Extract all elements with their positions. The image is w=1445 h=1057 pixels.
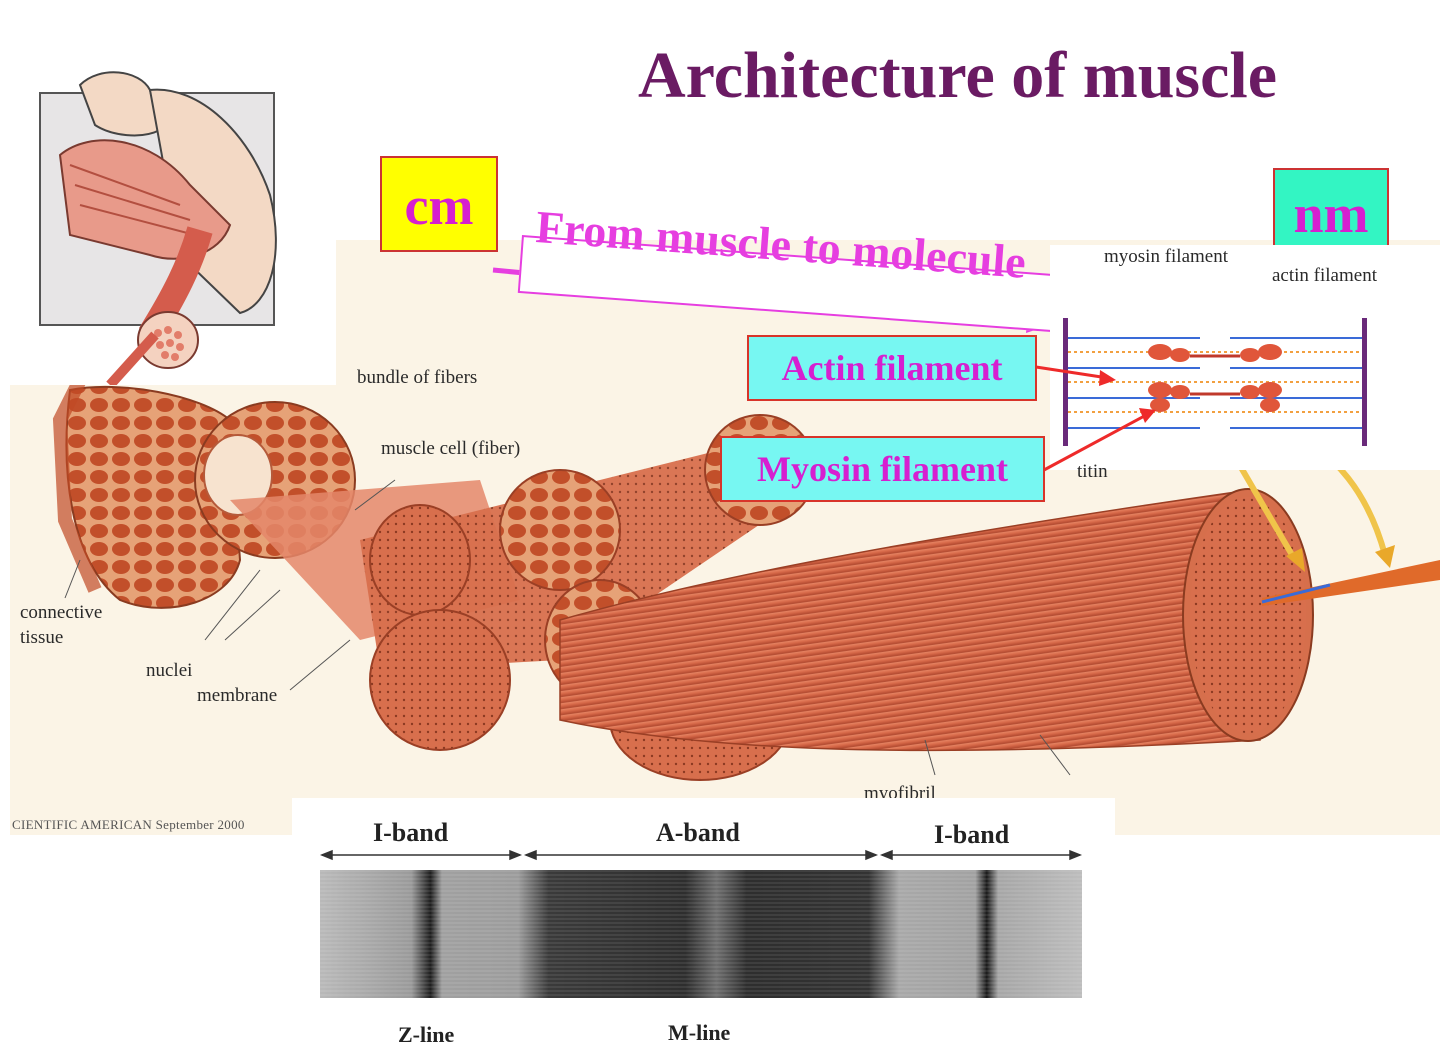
actin-filament-callout: Actin filament — [747, 335, 1037, 401]
scale-nm-box: nm — [1273, 168, 1389, 256]
band-left-label: I-band — [373, 818, 449, 847]
arm-inset — [39, 71, 277, 385]
label-titin: titin — [1077, 461, 1108, 482]
label-tissue: tissue — [20, 627, 64, 648]
band-right-label: I-band — [934, 820, 1010, 849]
scale-cm-box: cm — [380, 156, 498, 252]
label-actin-filament: actin filament — [1272, 265, 1377, 286]
label-nuclei: nuclei — [146, 660, 193, 681]
m-line-label: M-line — [668, 1020, 731, 1045]
band-middle-label: A-band — [656, 818, 740, 847]
label-connective: connective — [20, 602, 103, 623]
sarcomere-inset — [1063, 318, 1367, 446]
credit-line: CIENTIFIC AMERICAN September 2000 — [12, 817, 245, 832]
label-bundle-of-fibers: bundle of fibers — [357, 367, 478, 388]
myosin-filament-callout: Myosin filament — [720, 436, 1045, 502]
page-title: Architecture of muscle — [637, 39, 1278, 112]
label-myosin-filament: myosin filament — [1104, 246, 1229, 267]
sarcomere-micrograph — [320, 870, 1082, 998]
label-muscle-cell: muscle cell (fiber) — [381, 438, 521, 459]
label-membrane: membrane — [197, 685, 278, 706]
z-line-label: Z-line — [398, 1022, 455, 1047]
